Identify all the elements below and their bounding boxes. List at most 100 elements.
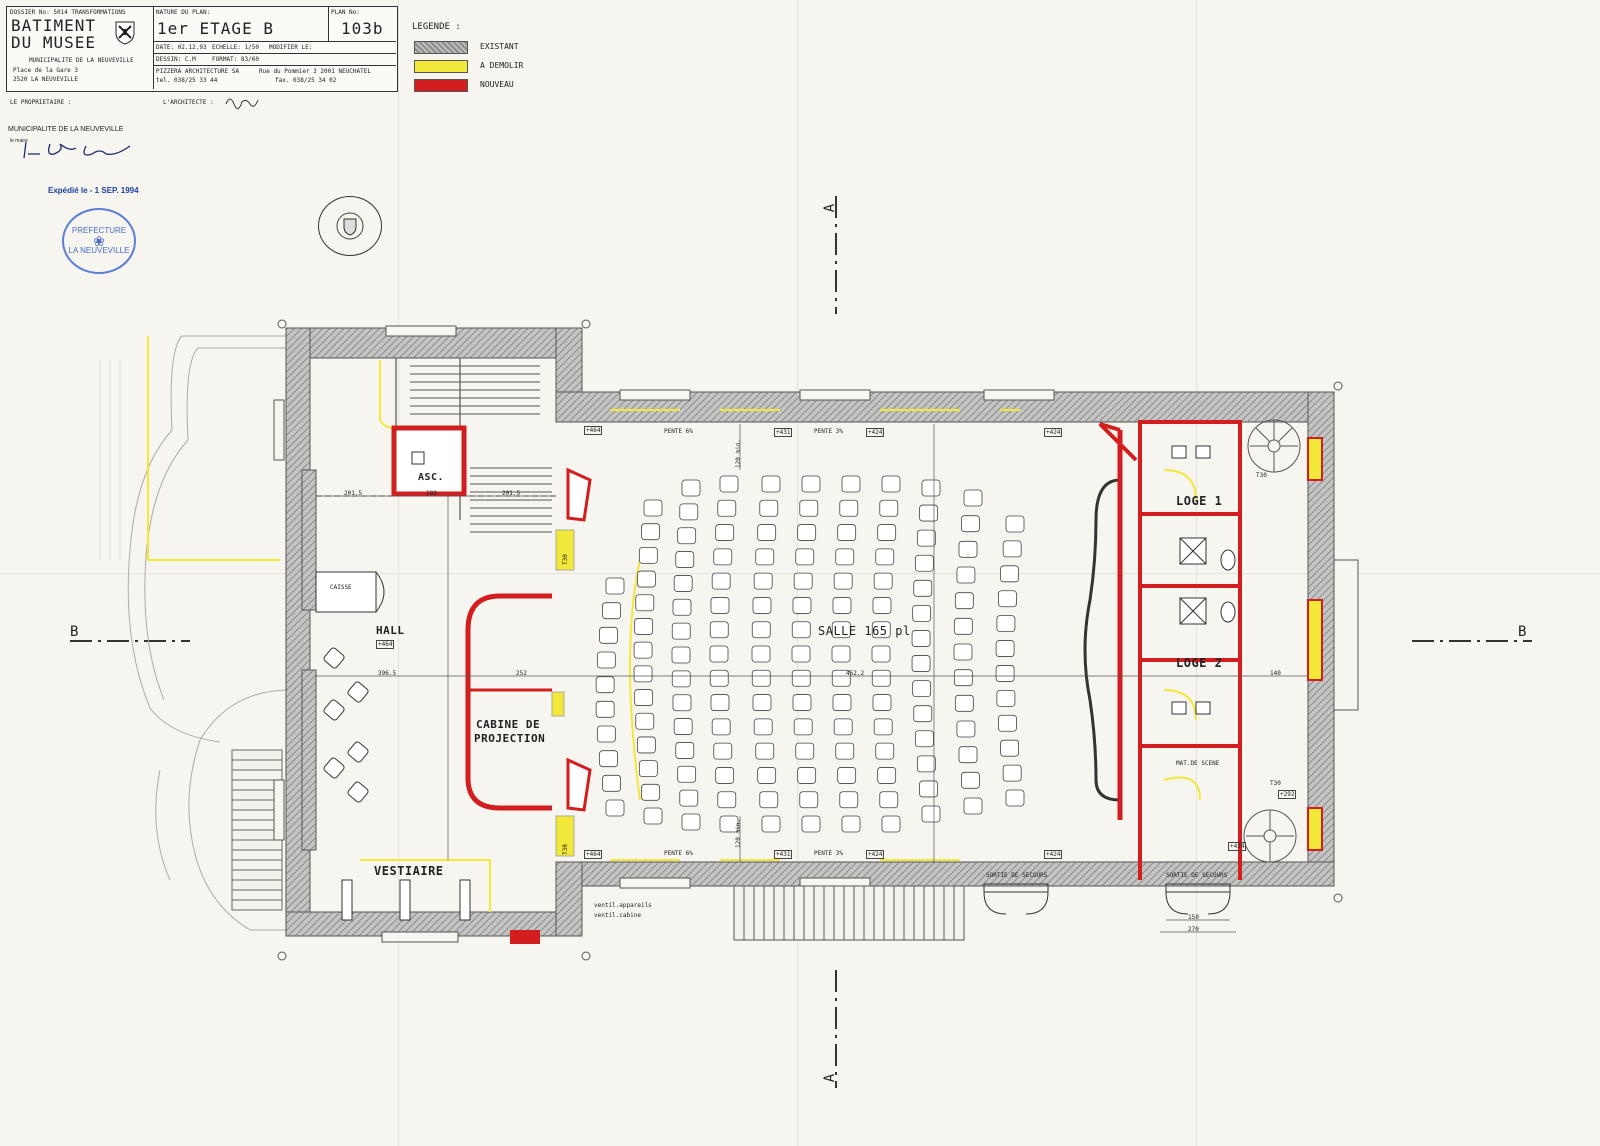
level-tag: +424 <box>1044 850 1063 859</box>
architect-label: L'ARCHITECTE : <box>163 99 214 106</box>
slope-label: PENTE 6% <box>664 850 693 857</box>
slope-label: PENTE 6% <box>664 428 693 435</box>
auditorium-seat <box>753 718 773 736</box>
owner-name: MUNICIPALITE DE LA NEUVEVILLE <box>29 57 134 64</box>
coat-racks <box>341 879 471 921</box>
exit-label-2: SORTIE DE SECOURS <box>1166 872 1228 879</box>
auditorium-seat <box>833 572 853 590</box>
dimension-label: 180 <box>426 490 437 497</box>
auditorium-seat <box>916 529 936 547</box>
auditorium-seat <box>752 597 772 614</box>
plan-drawing: DESSIN: C.M <box>156 56 196 63</box>
architect-tel: tel. 038/25 33 44 <box>156 77 218 84</box>
plan-format: FORMAT: 83/60 <box>212 56 259 63</box>
coat-of-arms-icon <box>115 21 135 45</box>
auditorium-seat <box>719 815 739 833</box>
auditorium-seat <box>913 579 933 597</box>
section-label-b-right: B <box>1518 624 1527 640</box>
auditorium-seat <box>912 604 932 622</box>
architect-street: Rue du Pommier 3 2001 NEUCHATEL <box>259 68 371 75</box>
auditorium-seat <box>711 572 731 590</box>
auditorium-seat <box>671 622 691 640</box>
corner-marks <box>277 319 1343 961</box>
hall-seating <box>323 647 369 803</box>
legend-swatch-nouveau <box>414 79 468 92</box>
auditorium-seat <box>633 665 653 683</box>
auditorium-seat <box>715 524 735 541</box>
auditorium-seat <box>871 621 891 639</box>
auditorium-seat <box>636 570 656 588</box>
spiral-stairs <box>1243 419 1301 863</box>
auditorium-seat <box>953 617 973 635</box>
auditorium-seat <box>963 489 983 507</box>
auditorium-seat <box>675 742 695 759</box>
auditorium-seat <box>914 554 934 572</box>
level-tag: +424 <box>866 850 885 859</box>
exit-label-1: SORTIE DE SECOURS <box>986 872 1048 879</box>
auditorium-seat <box>677 527 697 545</box>
auditorium-seat <box>709 621 729 639</box>
auditorium-seat <box>673 575 693 592</box>
auditorium-seat <box>602 774 621 792</box>
auditorium-seat <box>953 643 973 661</box>
auditorium-seat <box>837 524 857 541</box>
auditorium-seat <box>761 815 781 833</box>
auditorium-seat <box>751 621 771 639</box>
auditorium-seats <box>595 475 1025 833</box>
auditorium-seat <box>921 479 941 497</box>
dimension-label: 452.2 <box>846 670 865 677</box>
auditorium-seat <box>715 767 735 784</box>
auditorium-seat <box>835 548 855 566</box>
section-line-b-right <box>1412 640 1532 642</box>
auditorium-seat <box>634 618 654 635</box>
auditorium-seat <box>875 548 895 566</box>
room-label-asc: ASC. <box>418 472 445 483</box>
hall-level: +464 <box>376 640 395 649</box>
auditorium-seat <box>871 645 891 663</box>
prefecture-seal-top: PREFECTURE <box>71 226 127 235</box>
auditorium-seat <box>873 572 893 590</box>
demolished-outline <box>99 360 121 560</box>
auditorium-seat <box>638 760 658 778</box>
legend-title: LEGENDE : <box>412 22 461 32</box>
auditorium-seat <box>921 805 941 823</box>
stage-doors <box>1307 437 1323 851</box>
auditorium-seat <box>831 669 851 687</box>
auditorium-seat <box>679 789 699 807</box>
auditorium-seat <box>595 676 615 694</box>
auditorium-seat <box>996 689 1016 707</box>
stage-edge <box>1083 478 1121 802</box>
auditorium-seat <box>998 590 1017 608</box>
dimension-label: 201.5 <box>344 490 363 497</box>
auditorium-seat <box>797 524 817 541</box>
auditorium-seat <box>710 694 730 711</box>
auditorium-seat <box>635 712 655 730</box>
room-label-cabine-2: PROJECTION <box>474 732 546 745</box>
municipality-stamp: MUNICIPALITE DE LA NEUVEVILLE <box>8 126 124 133</box>
title-block: DOSSIER No: 5014 TRANSFORMATIONS BATIMEN… <box>6 6 398 92</box>
projection-booth-wall <box>465 593 552 811</box>
dimension-lines <box>316 424 1308 933</box>
auditorium-seat <box>1005 789 1025 807</box>
prefecture-seal-bottom: LA NEUVEVILLE <box>68 246 130 255</box>
level-tag: +292 <box>1278 790 1297 799</box>
auditorium-seat <box>831 645 851 663</box>
level-tag: +424 <box>1228 842 1247 851</box>
emergency-exits <box>983 883 1231 915</box>
auditorium-seat <box>919 780 939 798</box>
mayor-label: le maire <box>10 138 28 144</box>
auditorium-seat <box>759 499 779 517</box>
project-title-line1: BATIMENT <box>11 16 97 35</box>
auditorium-seat <box>837 767 857 784</box>
auditorium-seat <box>996 615 1016 633</box>
auditorium-seat <box>958 746 978 764</box>
auditorium-seat <box>634 689 654 706</box>
auditorium-seat <box>633 641 653 659</box>
auditorium-seat <box>596 651 616 669</box>
auditorium-seat <box>757 524 777 541</box>
architect-fax: fax. 038/25 34 02 <box>275 77 337 84</box>
auditorium-seat <box>832 597 852 614</box>
exterior-steps <box>733 885 965 941</box>
demolition-lines <box>360 360 1201 912</box>
auditorium-seat <box>755 742 775 760</box>
